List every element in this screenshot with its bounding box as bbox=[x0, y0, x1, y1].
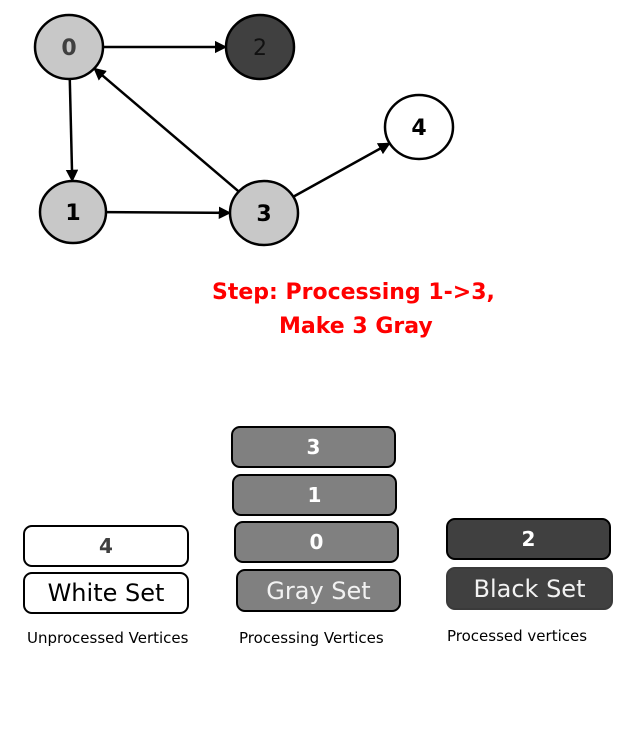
gray-set-caption: Processing Vertices bbox=[239, 629, 384, 647]
node-circle bbox=[383, 93, 455, 161]
gray-set-label: Gray Set bbox=[236, 569, 401, 612]
edge-3-4 bbox=[292, 142, 391, 198]
node-label: 1 bbox=[65, 201, 80, 226]
node-label: 2 bbox=[253, 36, 267, 61]
step-title: Step: Processing 1->3, bbox=[212, 280, 495, 305]
node-circle bbox=[33, 13, 105, 81]
edge-3-0 bbox=[93, 67, 240, 193]
node-3: 3 bbox=[228, 179, 300, 247]
black-set-item: 2 bbox=[446, 518, 611, 560]
node-4: 4 bbox=[383, 93, 455, 161]
node-0: 0 bbox=[33, 13, 105, 81]
node-circle bbox=[38, 179, 108, 245]
node-label: 0 bbox=[61, 36, 76, 61]
step-subtitle: Make 3 Gray bbox=[279, 314, 433, 339]
graph-diagram: 0 1 2 3 4 bbox=[33, 13, 455, 247]
white-set-caption: Unprocessed Vertices bbox=[27, 629, 189, 647]
black-set-label: Black Set bbox=[446, 567, 613, 610]
node-2: 2 bbox=[224, 13, 296, 81]
gray-set-item: 0 bbox=[234, 521, 399, 563]
node-1: 1 bbox=[38, 179, 108, 245]
node-circle bbox=[228, 179, 300, 247]
edge-0-1 bbox=[65, 78, 79, 183]
white-set-label: White Set bbox=[23, 572, 189, 614]
edge-1-3 bbox=[105, 206, 232, 220]
node-label: 4 bbox=[411, 116, 426, 141]
node-circle bbox=[224, 13, 296, 81]
node-label: 3 bbox=[256, 202, 271, 227]
gray-set-item: 3 bbox=[231, 426, 396, 468]
black-set-caption: Processed vertices bbox=[447, 627, 588, 645]
white-set-item: 4 bbox=[23, 525, 189, 567]
gray-set-item: 1 bbox=[232, 474, 397, 516]
